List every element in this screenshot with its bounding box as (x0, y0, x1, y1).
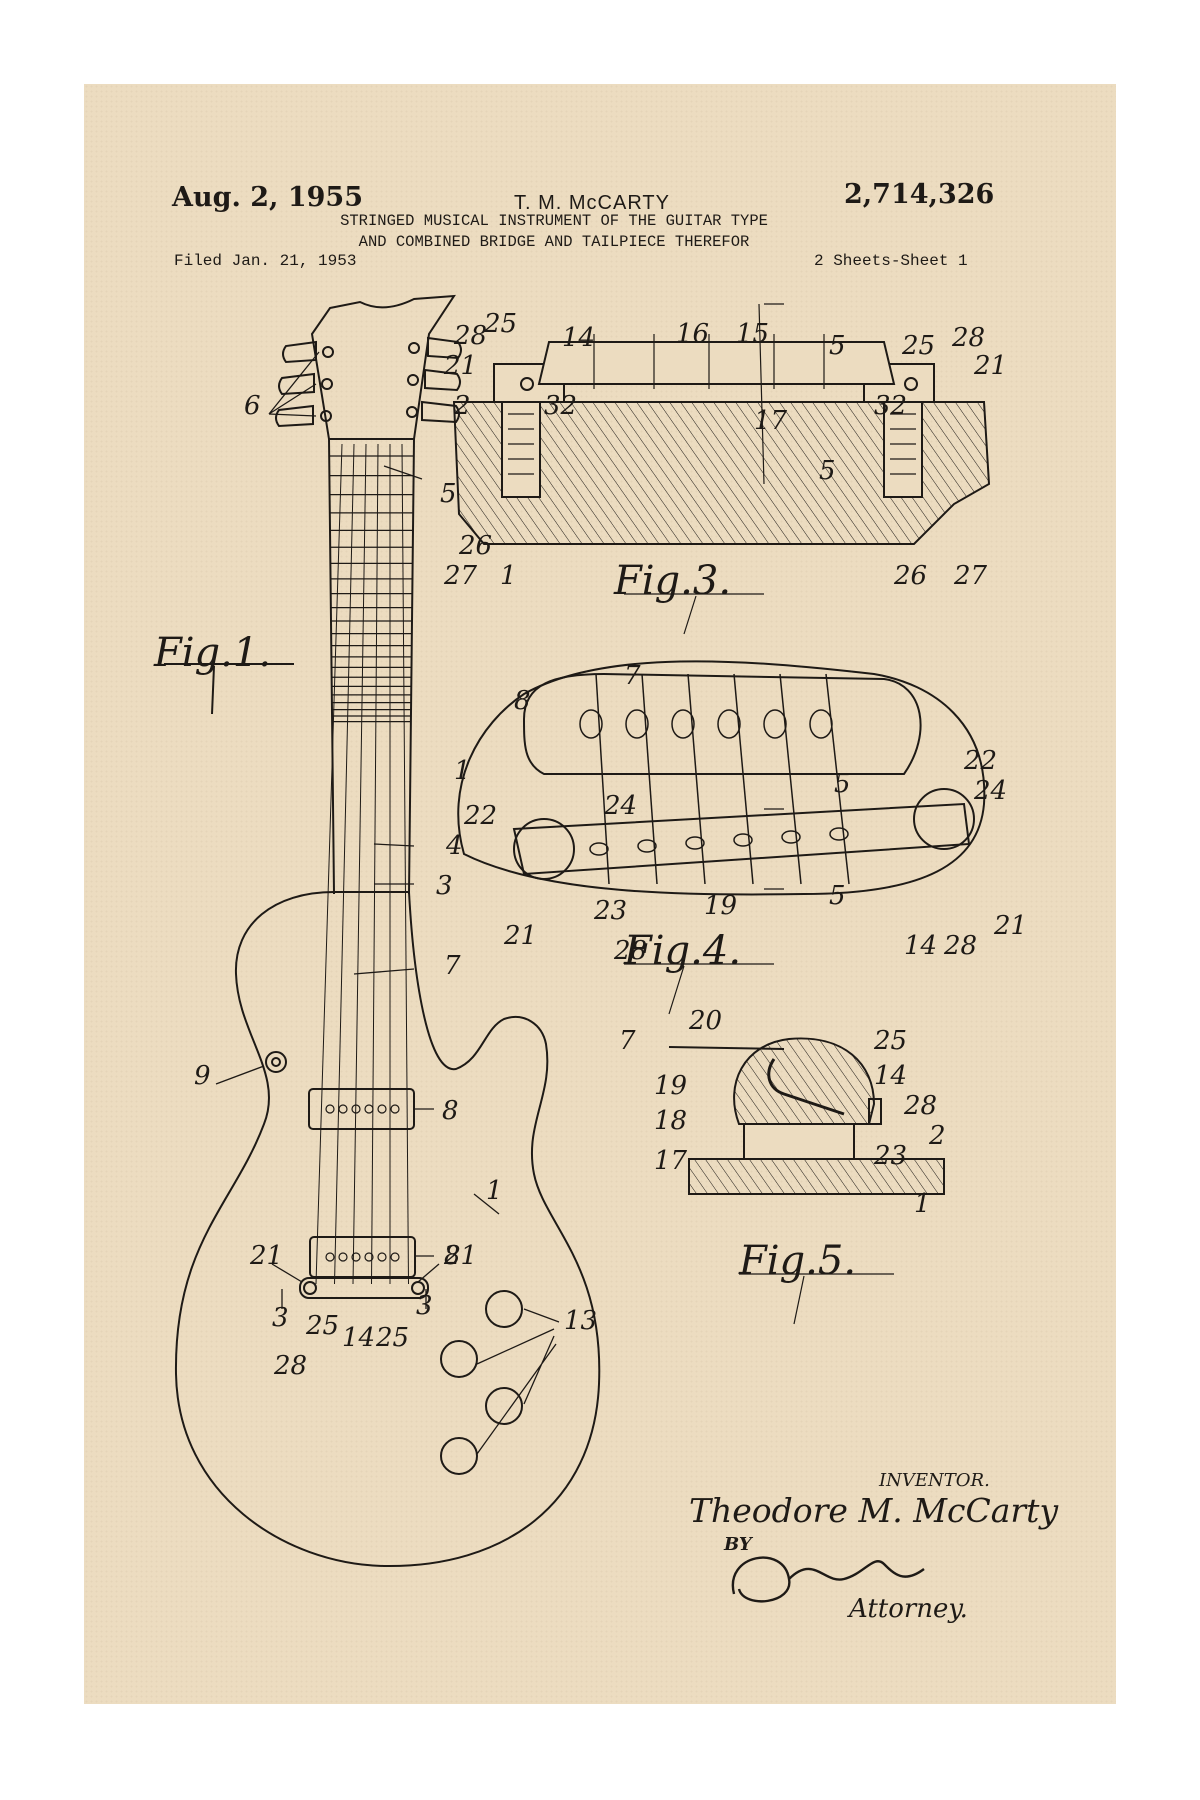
fig3-ref-label: 26 (458, 531, 492, 561)
fig3-ref-label: 2 (453, 391, 471, 421)
fig1-ref-label: 3 (416, 1291, 433, 1321)
bridge (299, 1277, 429, 1299)
toggle-switch (265, 1051, 287, 1073)
fig3-ref-label: 5 (829, 331, 846, 361)
fig4-title: Fig.4. (623, 928, 741, 974)
by-label: BY (724, 1534, 752, 1555)
fig5-ref-label: 20 (688, 1006, 722, 1036)
fig1-ref-label: 28 (273, 1351, 307, 1381)
fig3-ref-label: 17 (754, 406, 788, 436)
fig4-ref-label: 23 (593, 896, 627, 926)
fig3-ref-label: 21 (443, 351, 477, 381)
fig1-ref-label: 8 (442, 1096, 459, 1126)
fig1-ref-label: 8 (444, 1241, 461, 1271)
knob (440, 1340, 478, 1378)
fig4-ref-label: 7 (624, 661, 641, 691)
fig3-ref-label: 32 (874, 391, 907, 421)
fig3-ref-label: 5 (819, 456, 836, 486)
fig4-ref-label: 5 (834, 769, 851, 799)
fig3-ref-label: 25 (901, 331, 935, 361)
knob (485, 1387, 523, 1425)
fig3-ref-label: 26 (893, 561, 927, 591)
patent-drawing: 6543798812121332514252813282514161552528… (153, 294, 1027, 1603)
fig3-ref-label: 21 (973, 351, 1007, 381)
fig4-ref-label: 19 (704, 891, 737, 921)
sheet-count: 2 Sheets-Sheet 1 (814, 252, 968, 270)
fig5-ref-label: 2 (928, 1121, 946, 1151)
fig4-ref-label: 14 (904, 931, 937, 961)
patent-date: Aug. 2, 1955 (172, 182, 363, 213)
fig5-title: Fig.5. (738, 1238, 856, 1284)
fig4-ref-label: 28 (613, 936, 647, 966)
fig4-ref-label: 8 (514, 686, 531, 716)
fig3-ref-label: 27 (443, 561, 478, 591)
strings (315, 443, 409, 1285)
fig5-ref-label: 14 (874, 1061, 907, 1091)
fig5-ref-label: 23 (873, 1141, 907, 1171)
fig1-ref-label: 14 (342, 1323, 375, 1353)
fig1-ref-label: 13 (564, 1306, 597, 1336)
fig1-guitar (164, 294, 601, 1568)
fig5-ref-label: 25 (873, 1026, 907, 1056)
tuner-pegs (275, 336, 462, 428)
fig5-ref-label: 17 (654, 1146, 688, 1176)
patent-title-line-2: AND COMBINED BRIDGE AND TAILPIECE THEREF… (358, 233, 750, 251)
knob (485, 1290, 523, 1328)
fig4-bridge-perspective (457, 660, 986, 1015)
patent-number: 2,714,326 (844, 179, 995, 210)
fig4-ref-label: 1 (454, 756, 471, 786)
fig4-ref-label: 5 (829, 881, 846, 911)
fig1-ref-label: 21 (443, 1241, 477, 1271)
fig5-ref-label: 19 (654, 1071, 687, 1101)
fig4-ref-label: 21 (993, 911, 1027, 941)
fig1-ref-label: 1 (486, 1176, 503, 1206)
fig4-ref-label: 21 (503, 921, 537, 951)
fig5-saddle-section (668, 1037, 945, 1325)
fig3-ref-label: 28 (453, 321, 487, 351)
inventor-short-name: T. M. McCARTY (514, 192, 670, 214)
inventor-signature: Theodore M. McCarty (689, 1491, 1059, 1530)
fig3-ref-label: 1 (500, 561, 517, 591)
fig5-ref-label: 1 (914, 1189, 931, 1219)
fig3-bridge-section (452, 303, 991, 635)
fig5-ref-label: 7 (619, 1026, 636, 1056)
fig1-ref-label: 25 (305, 1311, 339, 1341)
fig5-ref-label: 18 (654, 1106, 687, 1136)
inventor-label: INVENTOR. (879, 1470, 990, 1491)
fig3-ref-label: 25 (483, 309, 517, 339)
attorney-signature-mark (731, 1556, 925, 1603)
attorney-label: Attorney. (849, 1594, 968, 1624)
guitar-body (174, 891, 601, 1568)
fig3-ref-label: 32 (544, 391, 577, 421)
fig3-ref-label: 15 (736, 319, 769, 349)
filed-date: Filed Jan. 21, 1953 (174, 252, 357, 270)
fig1-ref-label: 3 (436, 871, 453, 901)
fig1-ref-label: 21 (249, 1241, 283, 1271)
frets (329, 455, 414, 723)
fig3-ref-label: 28 (951, 323, 985, 353)
neck-pickup (308, 1088, 415, 1130)
patent-sheet: Aug. 2, 1955 T. M. McCARTY 2,714,326 STR… (84, 84, 1116, 1704)
knob (440, 1437, 478, 1475)
fig4-ref-label: 22 (463, 801, 497, 831)
patent-title-line-1: STRINGED MUSICAL INSTRUMENT OF THE GUITA… (340, 212, 768, 230)
fig3-ref-label: 27 (953, 561, 988, 591)
fig5-ref-label: 28 (903, 1091, 937, 1121)
fig3-ref-label: 16 (676, 319, 709, 349)
fig3-title: Fig.3. (613, 558, 731, 604)
fig4-ref-label: 24 (973, 776, 1007, 806)
fig1-title: Fig.1. (153, 630, 271, 676)
fig1-ref-label: 4 (445, 831, 463, 861)
fig1-ref-label: 9 (194, 1061, 211, 1091)
fig1-ref-label: 7 (444, 951, 461, 981)
fig1-ref-label: 6 (244, 391, 261, 421)
fig1-ref-label: 5 (440, 479, 457, 509)
fig1-ref-label: 25 (375, 1323, 409, 1353)
fig4-ref-label: 28 (943, 931, 977, 961)
fig4-ref-label: 22 (963, 746, 997, 776)
fig1-ref-label: 3 (272, 1303, 289, 1333)
fig4-ref-label: 24 (603, 791, 637, 821)
fig3-ref-label: 14 (562, 323, 595, 353)
